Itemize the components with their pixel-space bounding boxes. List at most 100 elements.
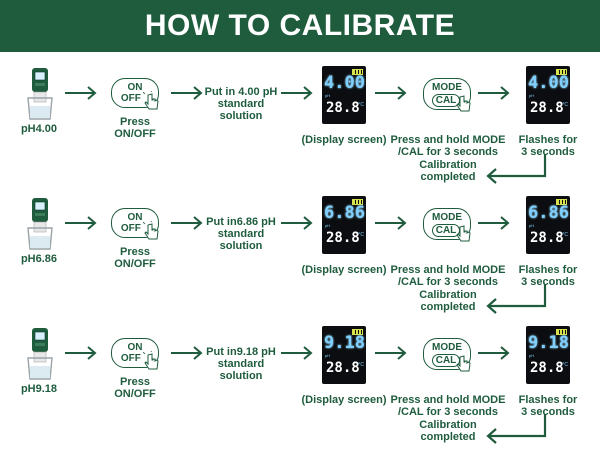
put-in-solution-label: Put in 4.00 pH standard solution [198, 86, 284, 122]
solution-label: pH9.18 [20, 383, 58, 395]
ph-unit-icon: pH [529, 223, 535, 228]
put-in-solution-label: Put in9.18 pH standard solution [198, 346, 284, 382]
mode-label: MODE [432, 212, 462, 223]
solution-label: pH6.86 [20, 253, 58, 265]
put-label-line-1: Put in6.86 pH [206, 216, 276, 228]
solution-label: pH4.00 [20, 123, 58, 135]
arrow-right-icon [171, 346, 203, 360]
put-label-line-3: solution [219, 240, 263, 252]
on-off-button[interactable]: ON OFF [111, 78, 159, 108]
done-label-line-2: completed [420, 431, 476, 443]
calibration-completed-label: Calibration completed [412, 419, 484, 443]
battery-icon [352, 329, 363, 335]
calibration-row-3: pH9.18 ON OFF Press ON/OFF Put in9.18 pH… [0, 318, 600, 448]
arrow-right-icon [171, 86, 203, 100]
press-on-off-label: Press ON/OFF [114, 116, 156, 140]
mode-cal-button[interactable]: MODE CAL [423, 338, 471, 370]
off-label: OFF [120, 353, 141, 364]
on-label: ON [127, 82, 143, 93]
battery-icon [556, 199, 567, 205]
celsius-icon: °C [358, 362, 364, 368]
flashes-label: Flashes for 3 seconds [512, 394, 584, 418]
off-label: OFF [120, 93, 141, 104]
display-reading: 9.18 [324, 333, 365, 353]
battery-icon [352, 69, 363, 75]
flash-label-line-2: 3 seconds [521, 406, 575, 418]
flash-reading: 9.18 [528, 333, 569, 353]
hold-label-line-2: /CAL for 3 seconds [397, 146, 499, 158]
on-off-button[interactable]: ON OFF [111, 208, 159, 238]
flash-reading: 4.00 [528, 73, 569, 93]
calibration-completed-label: Calibration completed [412, 159, 484, 183]
flash-reading: 6.86 [528, 203, 569, 223]
celsius-icon: °C [562, 232, 568, 238]
done-label-line-1: Calibration [419, 419, 477, 431]
put-in-solution-label: Put in6.86 pH standard solution [198, 216, 284, 252]
display-caption: (Display screen) [301, 394, 387, 406]
put-label-line-3: solution [219, 110, 263, 122]
celsius-icon: °C [358, 102, 364, 108]
display-screen: 4.00 pH 28.8 °C [322, 66, 366, 124]
put-label-line-1: Put in9.18 pH [206, 346, 276, 358]
return-arrow-icon [486, 284, 547, 314]
calibration-row-1: pH4.00 ON OFF Press ON/OFF Put in 4.00 p… [0, 58, 600, 188]
page-title: HOW TO CALIBRATE [144, 9, 456, 42]
on-label: ON [127, 212, 143, 223]
hand-press-icon [143, 221, 159, 240]
arrow-right-icon [478, 216, 510, 230]
press-hold-label: Press and hold MODE /CAL for 3 seconds [388, 264, 508, 288]
hand-press-icon [143, 91, 159, 110]
arrow-right-icon [478, 346, 510, 360]
flash-temperature: 28.8 [530, 230, 564, 246]
display-temperature: 28.8 [326, 100, 360, 116]
flash-label-line-2: 3 seconds [521, 276, 575, 288]
press-on-off-label: Press ON/OFF [114, 246, 156, 270]
hold-label-line-1: Press and hold MODE [390, 394, 506, 406]
display-caption: (Display screen) [301, 134, 387, 146]
ph-unit-icon: pH [325, 353, 331, 358]
hold-label-line-1: Press and hold MODE [390, 264, 506, 276]
arrow-right-icon [281, 86, 313, 100]
ph-meter-icon [27, 68, 53, 120]
flash-label-line-1: Flashes for [518, 394, 578, 406]
mode-label: MODE [432, 82, 462, 93]
put-label-line-2: standard [217, 98, 265, 110]
put-label-line-2: standard [217, 358, 265, 370]
display-caption: (Display screen) [301, 264, 387, 276]
arrow-right-icon [478, 86, 510, 100]
return-arrow-icon [486, 154, 547, 184]
flashing-display-screen: 4.00 pH 28.8 °C [526, 66, 570, 124]
ph-unit-icon: pH [529, 353, 535, 358]
flashes-label: Flashes for 3 seconds [512, 264, 584, 288]
put-label-line-3: solution [219, 370, 263, 382]
flash-temperature: 28.8 [530, 360, 564, 376]
hold-label-line-2: /CAL for 3 seconds [397, 406, 499, 418]
ph-unit-icon: pH [325, 223, 331, 228]
title-banner: HOW TO CALIBRATE [0, 0, 600, 52]
display-reading: 4.00 [324, 73, 365, 93]
press-hold-label: Press and hold MODE /CAL for 3 seconds [388, 394, 508, 418]
arrow-right-icon [171, 216, 203, 230]
flash-label-line-1: Flashes for [518, 134, 578, 146]
hand-press-icon [456, 95, 471, 112]
flash-temperature: 28.8 [530, 100, 564, 116]
hold-label-line-1: Press and hold MODE [390, 134, 506, 146]
done-label-line-2: completed [420, 301, 476, 313]
ph-unit-icon: pH [325, 93, 331, 98]
celsius-icon: °C [358, 232, 364, 238]
display-reading: 6.86 [324, 203, 365, 223]
display-screen: 9.18 pH 28.8 °C [322, 326, 366, 384]
return-arrow-icon [486, 414, 547, 444]
arrow-right-icon [65, 346, 97, 360]
press-on-off-label: Press ON/OFF [114, 376, 156, 400]
display-temperature: 28.8 [326, 230, 360, 246]
battery-icon [352, 199, 363, 205]
ph-meter-icon [27, 328, 53, 380]
arrow-right-icon [65, 216, 97, 230]
press-hold-label: Press and hold MODE /CAL for 3 seconds [388, 134, 508, 158]
display-screen: 6.86 pH 28.8 °C [322, 196, 366, 254]
ph-unit-icon: pH [529, 93, 535, 98]
mode-label: MODE [432, 342, 462, 353]
hand-press-icon [456, 225, 471, 242]
off-label: OFF [120, 223, 141, 234]
